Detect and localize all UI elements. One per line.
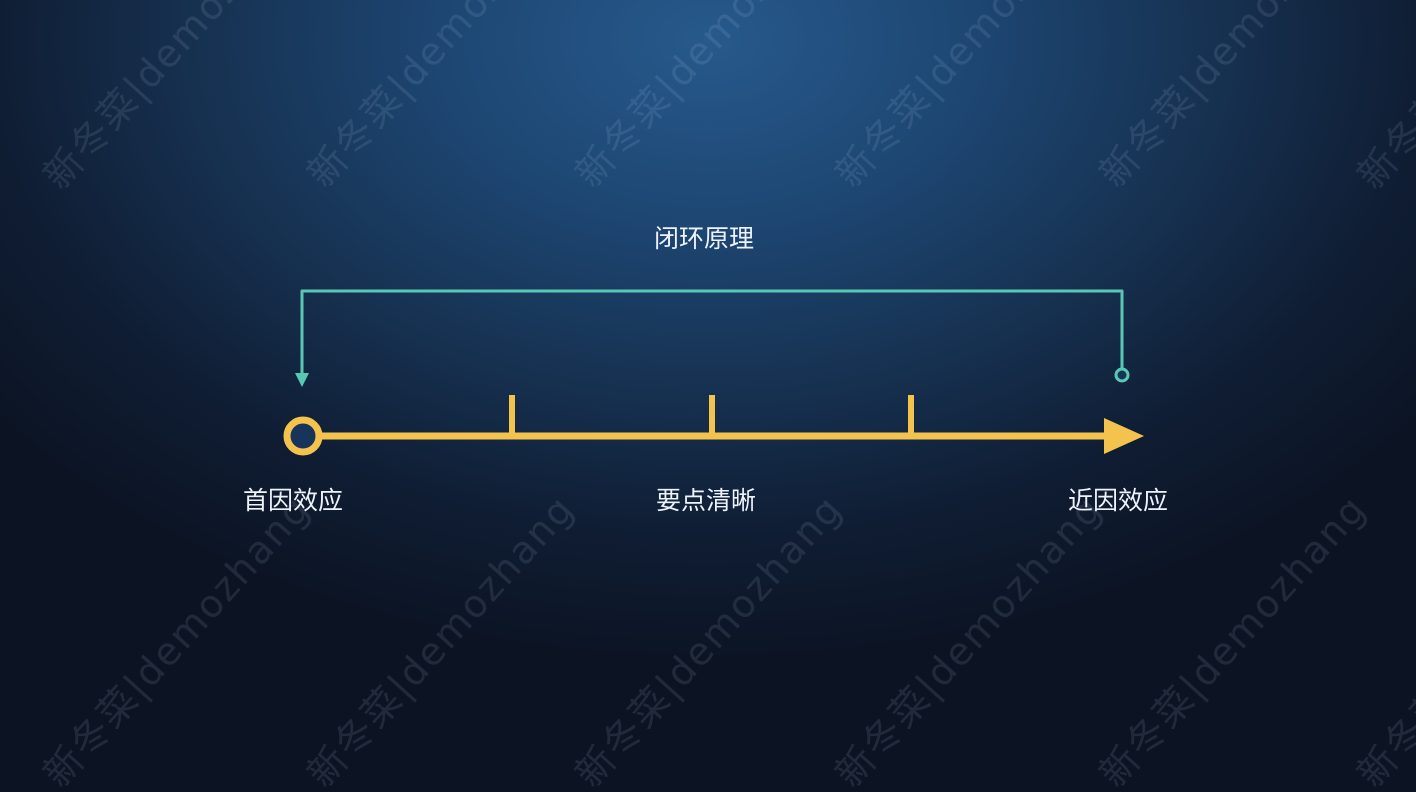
arrow-right-icon: [1104, 418, 1144, 454]
arrow-down-icon: [295, 373, 309, 387]
middle-stage-label: 要点清晰: [656, 486, 757, 515]
start-stage-label: 首因效应: [243, 486, 344, 515]
closed-loop-connector: [300, 289, 1124, 376]
end-stage-label: 近因效应: [1068, 486, 1169, 515]
small-circle-icon: [1114, 367, 1130, 383]
diagram-title: 闭环原理: [654, 224, 755, 253]
circle-icon: [283, 416, 323, 456]
